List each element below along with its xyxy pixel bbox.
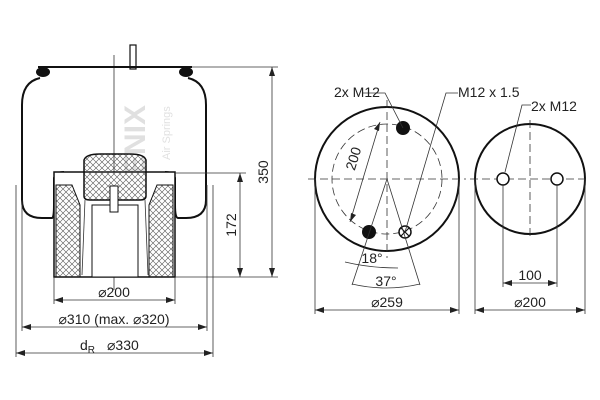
piston-bolt-label: 2x M12 [531, 98, 577, 114]
bolt-spacing-label: 200 [342, 145, 364, 172]
top-plate-view: 2x M12 M12 x 1.5 200 18° 37° ⌀259 [308, 84, 520, 314]
piston-bottom-view: 2x M12 100 ⌀200 [470, 98, 590, 314]
dr-diameter-label: ⌀330 [107, 337, 139, 353]
side-view: 350 172 ⌀200 ⌀310 (max. ⌀320) dR ⌀330 [15, 44, 278, 357]
bolt [109, 185, 119, 213]
piston-wall-left [55, 184, 81, 278]
bolt-hole-bottom [362, 225, 376, 239]
dimension-height-350: 350 [175, 66, 278, 278]
bump-stop [83, 153, 147, 201]
dr-symbol: dR [80, 337, 95, 356]
mounting-stud [129, 44, 137, 70]
piston-wall-right [148, 184, 174, 278]
height-172-label: 172 [223, 213, 239, 237]
dimension-height-172: 172 [175, 172, 246, 277]
height-350-label: 350 [255, 160, 271, 184]
dimension-bellows-diameter: ⌀310 (max. ⌀320) [21, 185, 208, 331]
air-inlet-label: M12 x 1.5 [458, 84, 520, 100]
piston-bottom-diameter-label: ⌀200 [514, 294, 546, 310]
piston-diameter-label: ⌀200 [98, 284, 130, 300]
bolt-hole-right [550, 172, 564, 186]
piston-core [91, 204, 139, 278]
top-plate-diameter-label: ⌀259 [371, 294, 403, 310]
dimension-piston-diameter: ⌀200 [53, 277, 176, 304]
bolt-hole-left [496, 172, 510, 186]
bolt-label: 2x M12 [334, 84, 380, 100]
piston-bolt-spacing-label: 100 [518, 267, 542, 283]
bead-right [179, 67, 193, 77]
angle-18-label: 18° [361, 250, 382, 266]
svg-text:Air Springs: Air Springs [161, 106, 173, 160]
dimension-dr-diameter: dR ⌀330 [15, 185, 214, 357]
angle-37-label: 37° [375, 273, 396, 289]
bead-left [36, 67, 50, 77]
bellows-diameter-label: ⌀310 (max. ⌀320) [58, 311, 169, 327]
